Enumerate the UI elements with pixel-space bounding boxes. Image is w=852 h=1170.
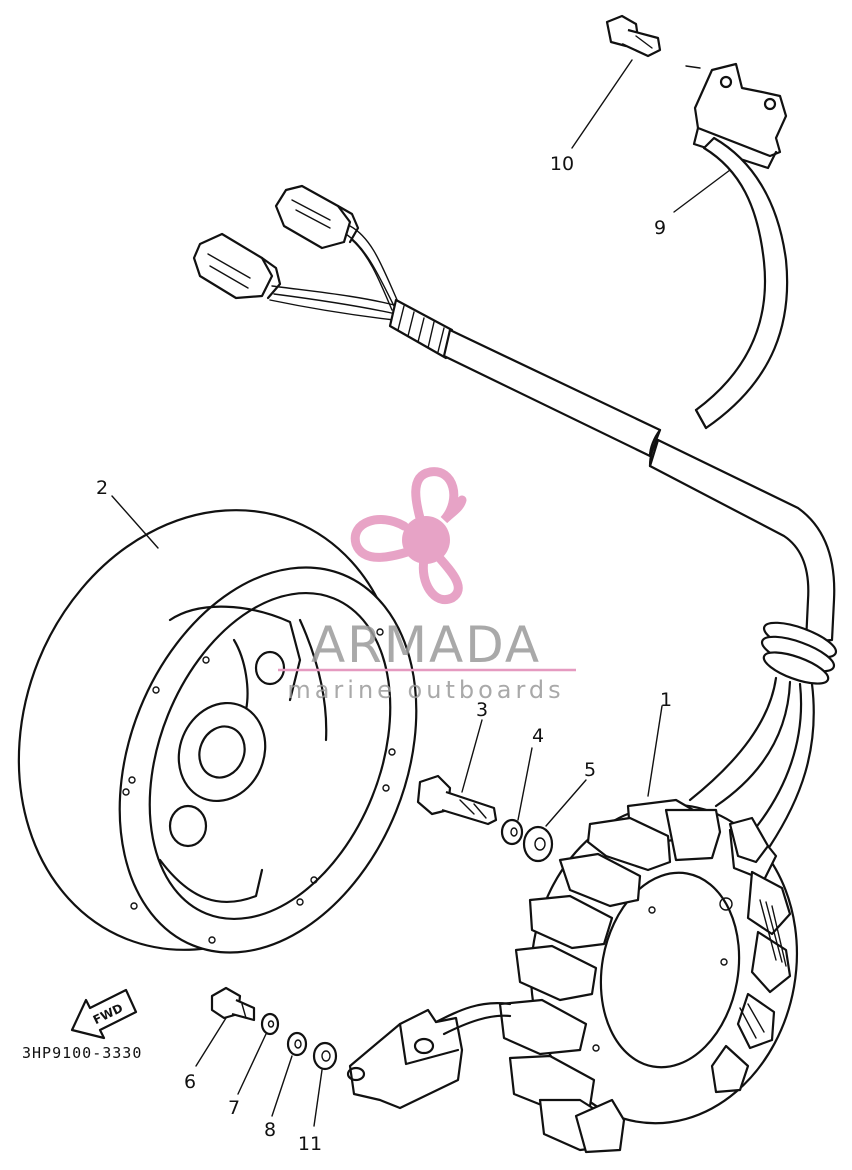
bolt-6 <box>210 986 256 1022</box>
lead-holder-bracket-9 <box>685 62 789 430</box>
washer-11 <box>312 1041 338 1071</box>
callout-9: 9 <box>654 217 666 239</box>
watermark: ARMADA marine outboards <box>278 467 576 704</box>
callout-4: 4 <box>532 725 544 747</box>
screw-10 <box>605 14 662 58</box>
callout-10: 10 <box>550 153 574 175</box>
callout-11: 11 <box>298 1133 322 1155</box>
stator-assembly-1 <box>498 798 799 1154</box>
washer-8 <box>286 1031 308 1057</box>
callout-labels: 1 2 3 4 5 6 7 8 9 10 11 <box>96 153 672 1155</box>
washer-5 <box>522 825 554 863</box>
propeller-icon <box>350 467 467 605</box>
callout-7: 7 <box>228 1097 240 1119</box>
callout-3: 3 <box>476 699 488 721</box>
callout-8: 8 <box>264 1119 276 1141</box>
leader-lines <box>111 59 731 1127</box>
washer-7 <box>260 1012 280 1036</box>
callout-2: 2 <box>96 477 108 499</box>
washer-4 <box>500 818 524 846</box>
callout-6: 6 <box>184 1071 196 1093</box>
part-number: 3HP9100-3330 <box>22 1044 142 1062</box>
wire-harness <box>192 184 838 848</box>
pulser-coil <box>346 1002 512 1110</box>
flywheel-rotor-2 <box>17 509 418 954</box>
watermark-tagline: marine outboards <box>287 676 564 704</box>
screw-3 <box>416 774 498 826</box>
watermark-brand: ARMADA <box>311 616 541 674</box>
callout-1: 1 <box>660 689 672 711</box>
callout-5: 5 <box>584 759 596 781</box>
fwd-arrow: FWD <box>70 988 138 1040</box>
